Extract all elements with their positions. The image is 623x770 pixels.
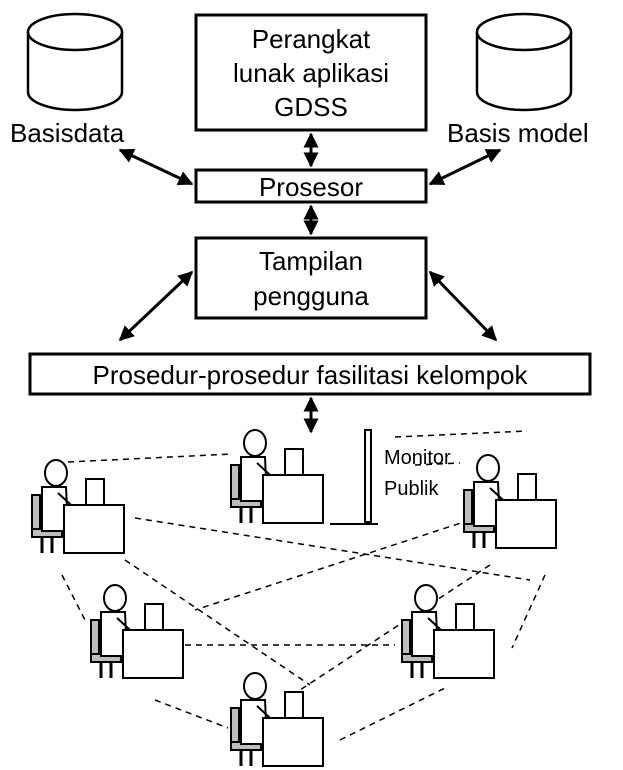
software-box [194,13,428,132]
facilitation-label: Prosedur-prosedur fasilitasi kelompok [93,360,529,390]
basisdata-label: Basisdata [10,118,125,148]
user-interface-box [194,236,428,320]
arrow-interface-left [118,270,194,342]
workstation-person-icon [462,453,558,550]
workstation-person-icon [30,458,126,555]
processor-box [194,168,428,204]
workstation-person-icon [229,428,325,525]
software-line-2: lunak aplikasi [233,58,389,88]
workstation-person-icon [400,583,496,680]
software-line-3: GDSS [274,92,348,122]
monitor-label-line-1: Monitor [384,447,451,469]
monitor-label-line-2: Publik [384,478,439,500]
user-interface-line-2: pengguna [253,281,369,311]
workstation-person-icon [89,583,185,680]
user-interface-line-1: Tampilan [259,246,363,276]
facilitation-box [28,352,592,396]
public-monitor-icon [364,429,372,523]
software-line-1: Perangkat [252,24,371,54]
connector-arrows [118,132,502,434]
basis-model-cylinder-icon [475,12,573,112]
arrow-interface-right [428,270,498,342]
arrow-basismodel-processor [428,148,502,186]
processor-label: Prosesor [259,172,363,202]
basisdata-cylinder-icon [26,12,124,112]
basis-model-label: Basis model [447,118,589,148]
network-links [61,430,546,741]
workstation-person-icon [229,671,325,768]
arrow-basisdata-processor [118,148,194,186]
